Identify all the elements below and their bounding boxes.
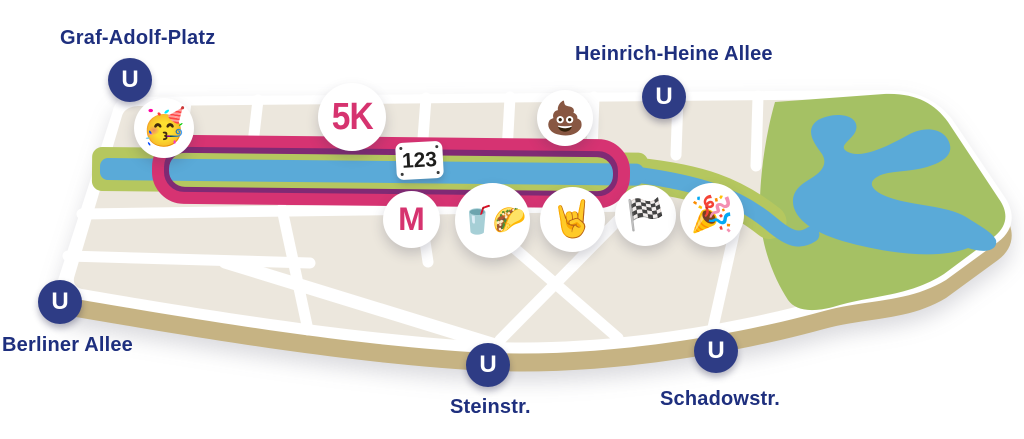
drink-taco-icon: 🥤🌮	[460, 205, 526, 236]
marker-rock-hand[interactable]: 🤘	[540, 187, 605, 252]
bib-pin-dot	[400, 172, 404, 177]
poop-icon: 💩	[545, 99, 585, 137]
street	[276, 203, 314, 336]
station-label-schadowstr: Schadowstr.	[660, 388, 781, 410]
marker-partying-face[interactable]: 🥳	[134, 98, 194, 158]
bib-pin-dot	[436, 170, 440, 175]
street	[62, 250, 316, 269]
partying-face-icon: 🥳	[141, 107, 187, 148]
u-station-marker-schadowstr[interactable]: U	[694, 329, 738, 373]
u-station-marker-berliner-allee[interactable]: U	[38, 280, 82, 324]
metro-badge-m[interactable]: M	[383, 191, 440, 248]
metro-label: M	[398, 201, 425, 237]
bib-number: 123	[401, 147, 438, 173]
distance-badge-5k: 5K	[318, 83, 386, 151]
party-popper-icon: 🎉	[690, 194, 734, 235]
street	[750, 90, 764, 172]
pond	[792, 115, 997, 255]
marker-checkered-flag[interactable]: 🏁	[615, 185, 676, 246]
station-label-heinrich-heine-allee: Heinrich-Heine Allee	[575, 43, 773, 65]
street	[494, 202, 636, 346]
u-station-marker-steinstr[interactable]: U	[466, 343, 510, 387]
canal	[99, 158, 645, 186]
marker-party-popper[interactable]: 🎉	[680, 183, 744, 247]
rock-hand-icon: 🤘	[550, 198, 595, 240]
station-label-steinstr: Steinstr.	[450, 396, 531, 418]
bib-pin-dot	[435, 144, 439, 149]
u-station-marker-heinrich-heine-allee[interactable]: U	[642, 75, 686, 119]
u-bahn-icon: U	[51, 288, 69, 315]
u-bahn-icon: U	[655, 83, 673, 110]
u-bahn-icon: U	[707, 337, 725, 364]
distance-label: 5K	[331, 95, 373, 138]
street	[218, 255, 502, 352]
marker-poop[interactable]: 💩	[537, 90, 593, 146]
marker-refreshments[interactable]: 🥤🌮	[455, 183, 530, 258]
station-label-graf-adolf-platz: Graf-Adolf-Platz	[60, 27, 216, 49]
race-bib: 123	[395, 140, 444, 181]
river	[627, 166, 820, 247]
checkered-flag-icon: 🏁	[626, 197, 665, 233]
u-bahn-icon: U	[479, 351, 497, 378]
u-station-marker-graf-adolf-platz[interactable]: U	[108, 58, 152, 102]
station-label-berliner-allee: Berliner Allee	[2, 334, 134, 356]
u-bahn-icon: U	[121, 66, 139, 93]
